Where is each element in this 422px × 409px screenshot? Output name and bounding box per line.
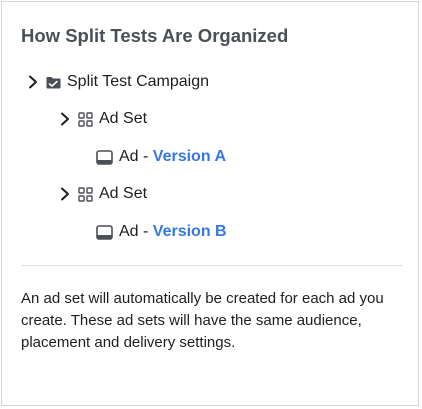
- description-text: An ad set will automatically be created …: [21, 290, 384, 351]
- section-divider: [21, 265, 403, 266]
- chevron-right-icon[interactable]: [26, 73, 40, 91]
- panel-title: How Split Tests Are Organized: [21, 25, 289, 46]
- ad-prefix: Ad -: [119, 148, 153, 165]
- folder-icon: [46, 76, 61, 89]
- ad-version-label: Version A: [152, 148, 227, 165]
- ad-icon: [96, 224, 113, 240]
- tree-item-ad[interactable]: Ad - Version B: [96, 220, 227, 244]
- grid-icon: [78, 186, 93, 202]
- ad-version-label: Version B: [152, 223, 227, 240]
- ad-set-label: Ad Set: [99, 185, 148, 202]
- ad-icon: [96, 149, 113, 165]
- chevron-right-icon[interactable]: [58, 185, 72, 203]
- tree-item-ad-set[interactable]: Ad Set: [58, 182, 147, 206]
- campaign-label: Split Test Campaign: [67, 73, 209, 90]
- chevron-right-icon[interactable]: [58, 110, 72, 128]
- ad-set-label: Ad Set: [99, 110, 148, 127]
- tree-item-campaign[interactable]: Split Test Campaign: [26, 70, 209, 94]
- grid-icon: [78, 111, 93, 127]
- tree-item-ad[interactable]: Ad - Version A: [96, 145, 226, 169]
- ad-prefix: Ad -: [119, 223, 153, 240]
- tree-item-ad-set[interactable]: Ad Set: [58, 107, 147, 131]
